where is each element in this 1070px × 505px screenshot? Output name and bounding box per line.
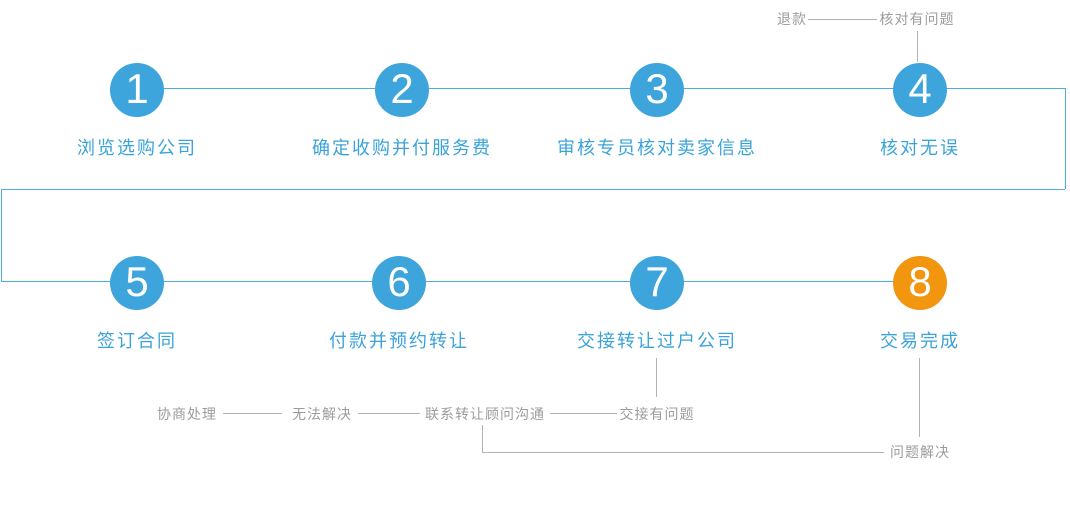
- step-3: 3 审核专员核对卖家信息: [527, 63, 787, 160]
- step-8: 8 交易完成: [790, 256, 1050, 353]
- contact-advisor-label: 联系转让顾问沟通: [425, 406, 545, 422]
- step-4-circle: 4: [893, 63, 947, 117]
- refund-label: 退款: [777, 11, 807, 27]
- step-7-number: 7: [645, 257, 669, 305]
- step-5-label: 签订合同: [97, 331, 177, 351]
- step-4: 4 核对无误: [790, 63, 1050, 160]
- unsolvable-label: 无法解决: [292, 406, 352, 422]
- negotiate-label: 协商处理: [157, 406, 217, 422]
- negotiate-branch-line: [223, 413, 282, 414]
- step-7-label: 交接转让过户公司: [577, 331, 737, 351]
- step-5-circle: 5: [110, 256, 164, 310]
- step-2-label: 确定收购并付服务费: [312, 138, 492, 158]
- step-6-label: 付款并预约转让: [329, 331, 469, 351]
- step-7: 7 交接转让过户公司: [527, 256, 787, 353]
- solved-elbow-horizontal: [482, 452, 884, 453]
- step-8-number: 8: [908, 257, 932, 305]
- step-4-label: 核对无误: [880, 138, 960, 158]
- step-3-label: 审核专员核对卖家信息: [557, 138, 757, 158]
- step-3-circle: 3: [630, 63, 684, 117]
- step-2: 2 确定收购并付服务费: [272, 63, 532, 160]
- step-5-number: 5: [125, 257, 149, 305]
- flow-line-row2: [1, 281, 920, 282]
- step-6: 6 付款并预约转让: [269, 256, 529, 353]
- step-3-number: 3: [645, 64, 669, 112]
- step-5: 5 签订合同: [7, 256, 267, 353]
- flow-line-right-vertical: [1065, 88, 1066, 189]
- check-issue-label: 核对有问题: [879, 11, 955, 27]
- handover-issue-label: 交接有问题: [619, 406, 695, 422]
- step-6-number: 6: [387, 257, 411, 305]
- step-2-number: 2: [390, 64, 414, 112]
- solved-elbow-vertical: [482, 425, 483, 452]
- step-7-circle: 7: [630, 256, 684, 310]
- step8-drop-line: [919, 358, 920, 437]
- problem-solved-label: 问题解决: [890, 444, 950, 460]
- advisor-branch-line: [550, 413, 617, 414]
- flow-line-middle: [1, 189, 1065, 190]
- refund-branch-line: [808, 19, 877, 20]
- unsolvable-branch-line: [358, 413, 420, 414]
- step-1-circle: 1: [110, 63, 164, 117]
- step-8-circle: 8: [893, 256, 947, 310]
- check-issue-drop-line: [917, 31, 918, 62]
- step-2-circle: 2: [375, 63, 429, 117]
- step-6-circle: 6: [372, 256, 426, 310]
- step-1-number: 1: [125, 64, 149, 112]
- step-1-label: 浏览选购公司: [77, 138, 197, 158]
- flow-line-left-vertical: [1, 189, 2, 281]
- flow-line-row1: [137, 88, 1065, 89]
- step-8-label: 交易完成: [880, 331, 960, 351]
- step-1: 1 浏览选购公司: [7, 63, 267, 160]
- step-4-number: 4: [908, 64, 932, 112]
- step7-drop-line: [656, 358, 657, 397]
